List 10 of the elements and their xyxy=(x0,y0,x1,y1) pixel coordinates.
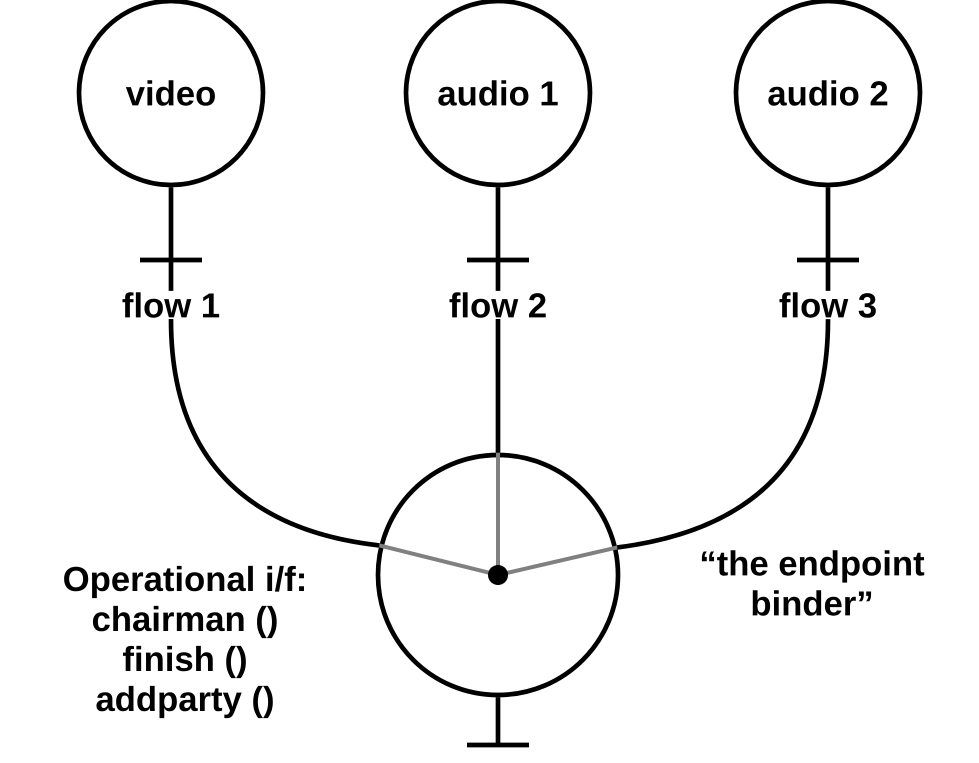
connector xyxy=(496,697,500,745)
edge-label: flow 3 xyxy=(778,290,878,320)
binder-caption: “the endpoint binder” xyxy=(702,550,924,616)
interface-note: Operational i/f: chairman () finish () addparty () xyxy=(64,566,304,718)
connector xyxy=(616,187,830,550)
binder-circle xyxy=(376,452,620,698)
connector xyxy=(496,187,500,453)
edge-label: flow 2 xyxy=(448,290,548,320)
connector xyxy=(168,187,380,548)
edge-label: flow 1 xyxy=(120,290,222,320)
